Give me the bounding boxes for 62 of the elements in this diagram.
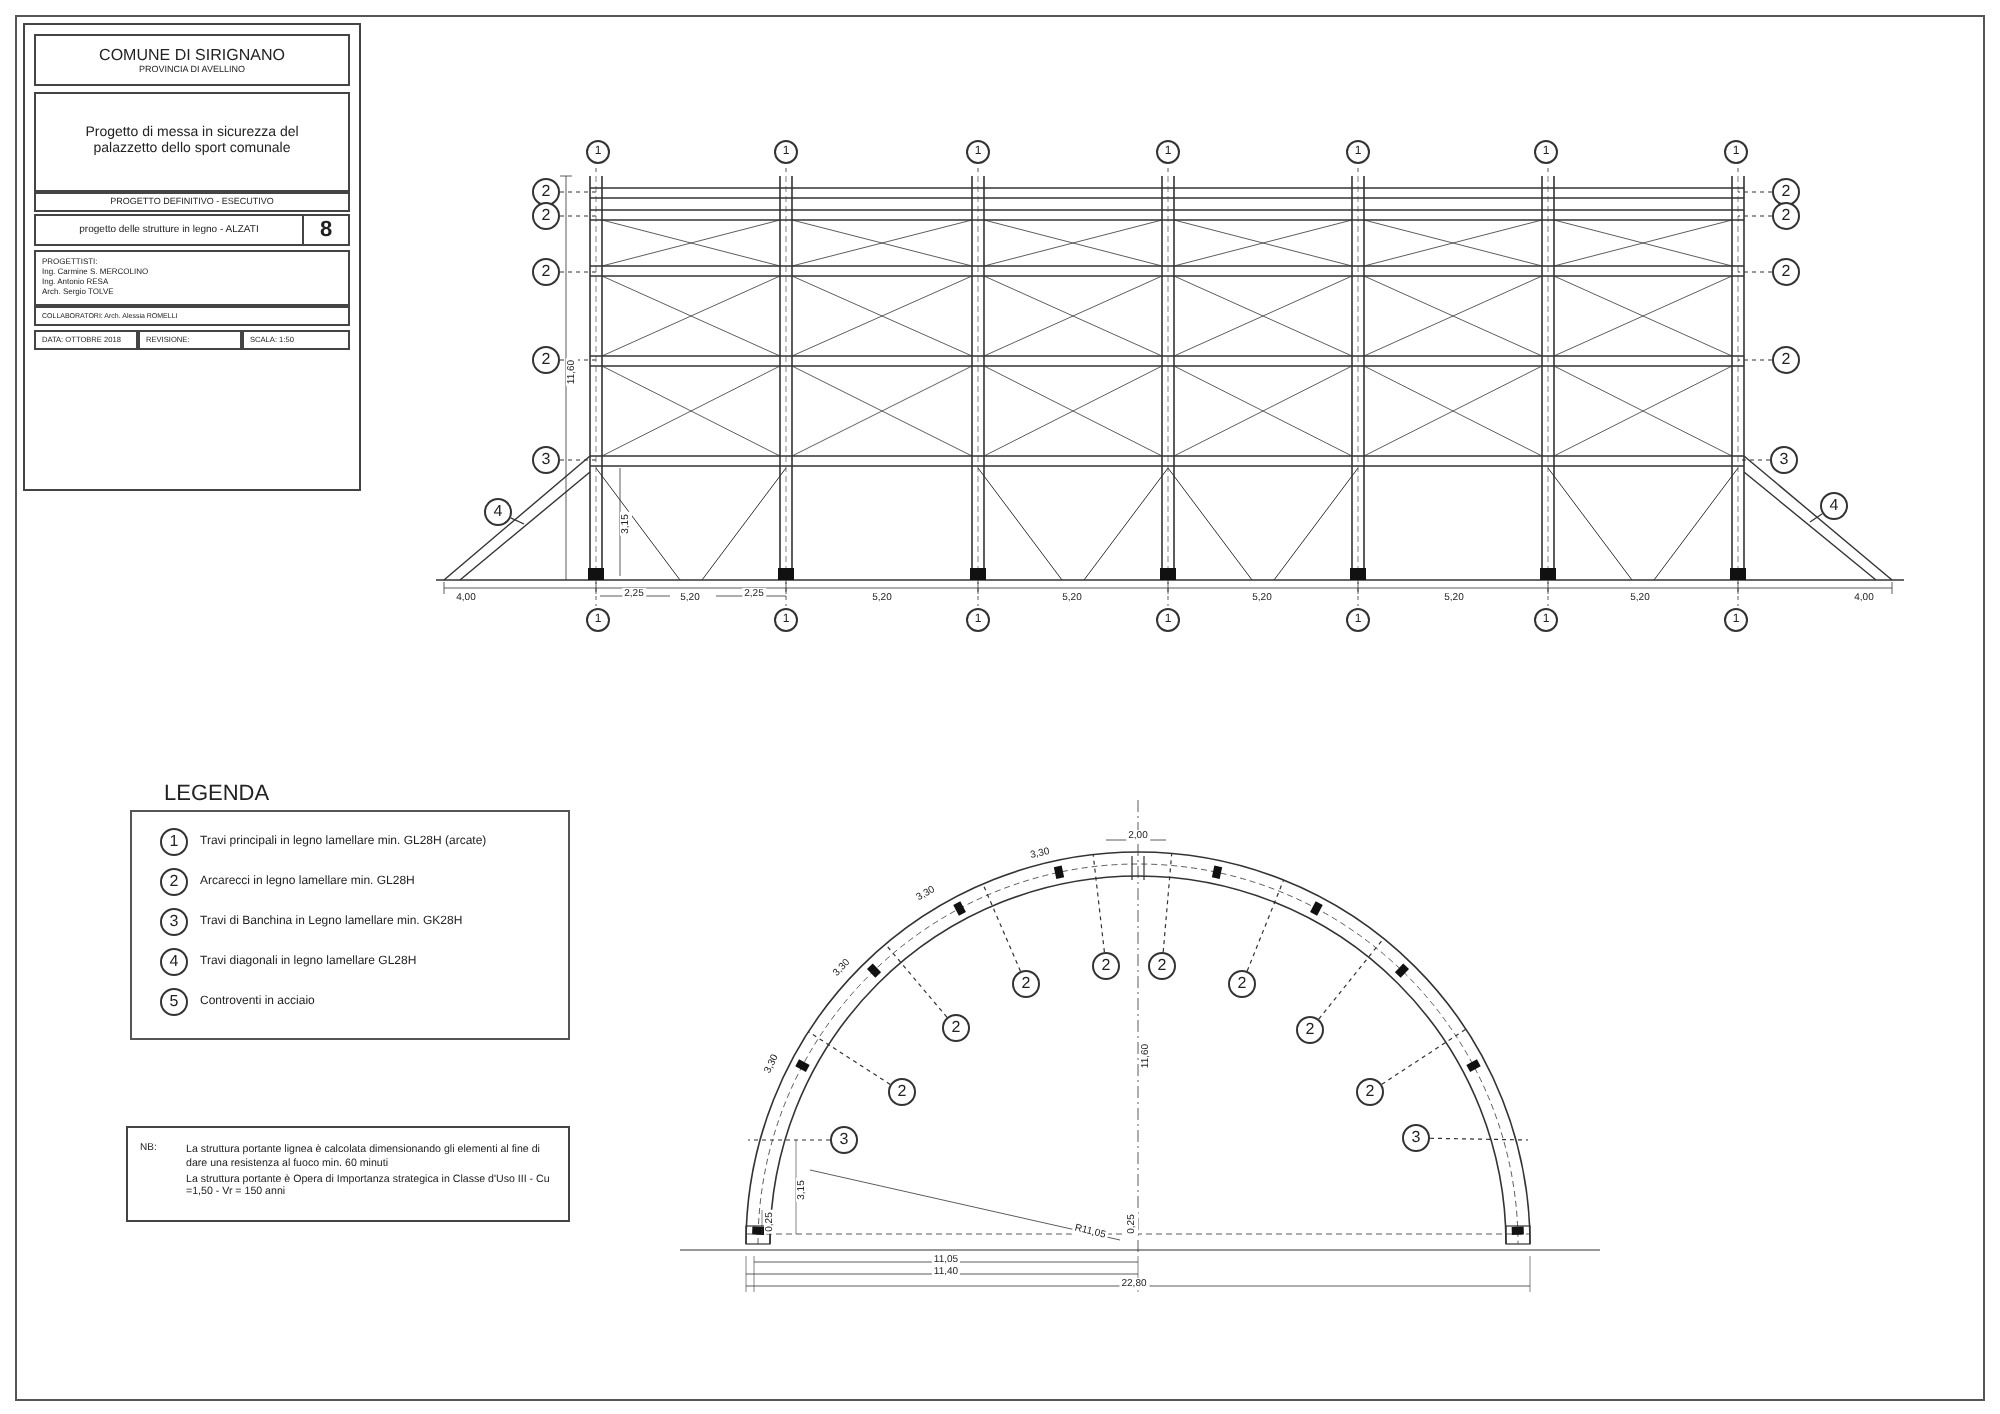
legend-number: 1 (160, 828, 188, 856)
title-block-cell (34, 250, 350, 306)
callout-number: 2 (1296, 1016, 1324, 1044)
callout-number: 2 (532, 178, 560, 206)
callout-number: 2 (1772, 258, 1800, 286)
leader-line (1162, 852, 1173, 953)
callout-number: 2 (1092, 952, 1120, 980)
leader-line (510, 517, 525, 525)
legend-number: 4 (160, 948, 188, 976)
leader-line (1318, 937, 1385, 1020)
legend-number: 3 (160, 908, 188, 936)
callout-number: 2 (1772, 178, 1800, 206)
leader-line (807, 1031, 891, 1085)
callout-number: 2 (532, 258, 560, 286)
leader-line (1381, 1028, 1467, 1085)
leader-line (1246, 879, 1285, 972)
callout-number: 2 (1356, 1078, 1384, 1106)
leader-line (1737, 215, 1773, 217)
title-block-cell (242, 330, 350, 350)
leader-line (1737, 271, 1773, 273)
legend-heading: LEGENDA (164, 782, 270, 808)
leader-line (559, 359, 597, 361)
legend-number: 2 (160, 868, 188, 896)
callout-number: 2 (942, 1014, 970, 1042)
title-block-cell (34, 306, 350, 326)
title-block-cell (34, 92, 350, 192)
legend-number: 5 (160, 988, 188, 1016)
title-block-cell (34, 330, 138, 350)
callout-number: 3 (1402, 1124, 1430, 1152)
callout-number: 2 (1148, 952, 1176, 980)
callout-number: 2 (888, 1078, 916, 1106)
leader-line (559, 215, 597, 217)
callout-number: 4 (484, 498, 512, 526)
leader-line (1737, 459, 1771, 461)
title-block-cell (34, 34, 350, 86)
title-block-cell (34, 214, 350, 246)
leader-line (1737, 359, 1773, 361)
callout-number: 2 (1772, 202, 1800, 230)
title-block-cell (138, 330, 242, 350)
leader-line (559, 191, 597, 193)
municipality-title: COMUNE DI SIRIGNANO (97, 45, 287, 65)
leader-line (559, 271, 597, 273)
callout-number: 3 (1770, 446, 1798, 474)
drawing-number: 8 (302, 216, 348, 244)
callout-number: 2 (1228, 970, 1256, 998)
callout-number: 2 (1772, 346, 1800, 374)
callout-number: 2 (532, 202, 560, 230)
callout-number: 2 (532, 346, 560, 374)
leader-line (1092, 853, 1105, 953)
leader-line (1429, 1137, 1529, 1141)
leader-line (1737, 191, 1773, 193)
leader-line (982, 883, 1022, 972)
leader-line (884, 943, 948, 1018)
leader-line (559, 459, 597, 461)
leader-line (1809, 513, 1823, 523)
title-block-cell (34, 192, 350, 212)
callout-number: 3 (830, 1126, 858, 1154)
note-box (126, 1126, 570, 1222)
callout-number: 3 (532, 446, 560, 474)
callout-number: 2 (1012, 970, 1040, 998)
leader-line (747, 1139, 831, 1141)
callout-number: 4 (1820, 492, 1848, 520)
